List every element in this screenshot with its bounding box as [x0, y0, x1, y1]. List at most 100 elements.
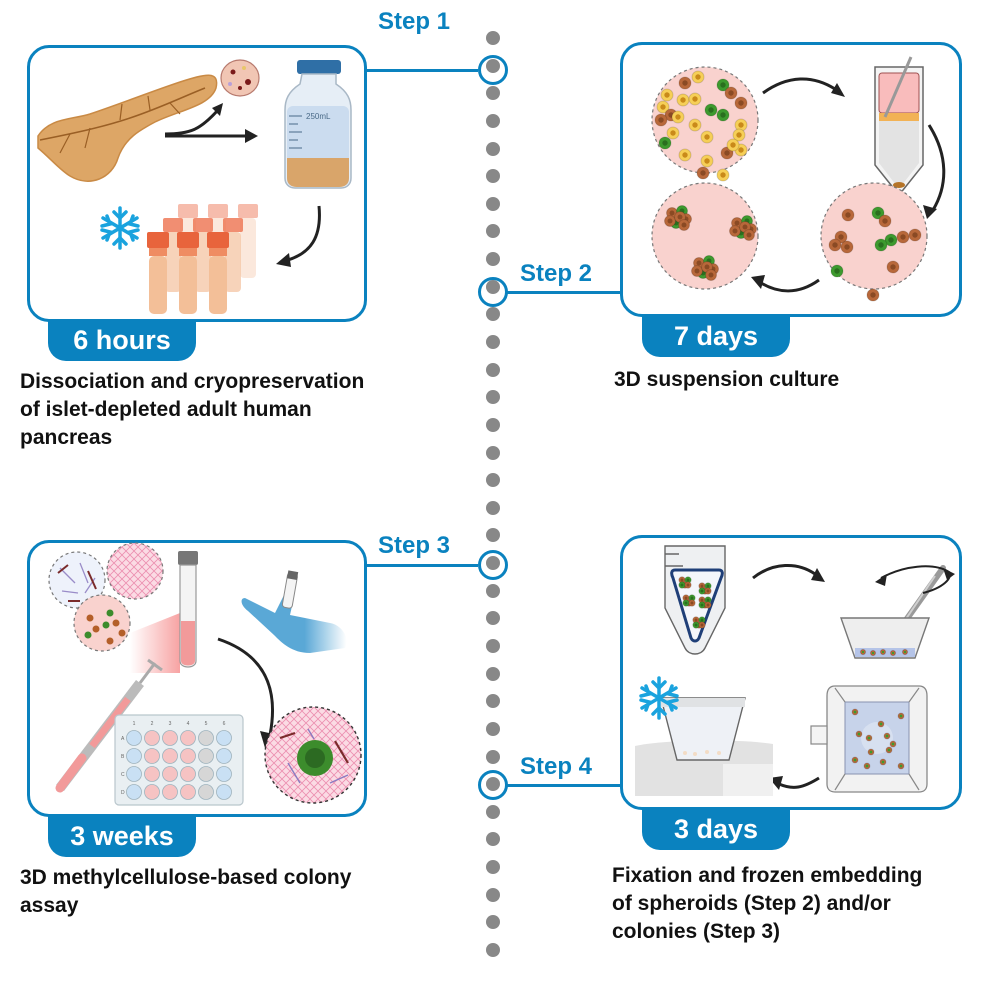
sorted-cells-dish-icon — [820, 182, 928, 302]
well — [144, 730, 160, 746]
spheroid-nucleus — [891, 651, 895, 655]
cell-nucleus — [730, 142, 736, 148]
gloved-hand-icon — [241, 570, 347, 653]
spheroid-cell-nucleus — [700, 603, 704, 607]
cell-nucleus — [878, 242, 884, 248]
spheroid-nucleus — [881, 650, 885, 654]
cell-nucleus — [695, 74, 701, 80]
cell-nucleus — [888, 237, 894, 243]
cell-nucleus — [724, 150, 730, 156]
cell-nucleus — [845, 212, 851, 218]
step-1-marker — [478, 55, 508, 85]
step-4-caption: Fixation and frozen embedding of spheroi… — [612, 862, 992, 946]
well — [162, 748, 178, 764]
plate-row-label: B — [121, 754, 125, 760]
cell-nucleus — [720, 112, 726, 118]
arrow-icon — [778, 776, 820, 789]
cycle-arrows-icon — [927, 124, 946, 211]
spheroid-cell-nucleus — [700, 584, 704, 588]
spheroids-dish-icon — [651, 182, 759, 290]
timeline-dot — [486, 804, 500, 819]
spheroid-nucleus — [899, 714, 903, 718]
caption-line: Fixation and frozen embedding — [612, 864, 923, 887]
well — [180, 748, 196, 764]
cell-nucleus — [720, 82, 726, 88]
spheroid-cell-nucleus — [694, 623, 698, 627]
test-tube-icon — [178, 551, 198, 668]
methylcellulose-mesh-icon — [106, 542, 164, 600]
cell-nucleus — [834, 268, 840, 274]
well — [216, 748, 232, 764]
arrow-icon — [752, 563, 816, 580]
timeline-dot — [486, 639, 500, 653]
centrifuge-tube-icon — [874, 56, 924, 197]
timeline-dot — [486, 362, 500, 377]
timeline-dot — [486, 887, 500, 902]
spheroid-nucleus — [857, 732, 861, 736]
spheroid-cell-nucleus — [746, 232, 752, 238]
timeline-dot — [486, 141, 500, 156]
well — [180, 784, 196, 800]
spheroid-nucleus — [869, 750, 873, 754]
step-1-illustration: 250mL — [37, 59, 352, 314]
spheroid-cell-nucleus — [700, 618, 704, 622]
snowflake-icon — [639, 676, 679, 720]
cell-nucleus — [900, 234, 906, 240]
spheroid-cell-nucleus — [742, 224, 748, 230]
step-1-connector — [363, 69, 478, 72]
cryomold-icon — [810, 685, 928, 793]
caption-line: Dissociation and cryopreservation — [20, 370, 365, 393]
well — [144, 748, 160, 764]
cell-nucleus — [844, 244, 850, 250]
well — [198, 748, 214, 764]
spheroid-nucleus — [881, 760, 885, 764]
well — [126, 766, 142, 782]
step-4-illustration — [635, 545, 955, 796]
media-bottle-icon: 250mL — [284, 60, 352, 189]
cell-nucleus — [704, 134, 710, 140]
plate-column-label: 2 — [151, 721, 154, 727]
well — [180, 730, 196, 746]
timeline-dot — [486, 473, 500, 488]
spheroid-cell-nucleus — [696, 260, 702, 266]
well — [216, 784, 232, 800]
snowflake-icon — [100, 206, 140, 250]
step-1-panel: 250mL — [27, 45, 367, 322]
cell-nucleus — [870, 292, 876, 298]
well — [144, 766, 160, 782]
spheroid-nucleus — [867, 736, 871, 740]
arrow-icon — [287, 205, 321, 262]
timeline-dot — [486, 307, 500, 322]
cell-nucleus — [682, 152, 688, 158]
timeline-dot — [486, 86, 500, 101]
cell-nucleus — [658, 117, 664, 123]
cell-nucleus — [680, 97, 686, 103]
step-2-duration-badge: 7 days — [642, 315, 790, 357]
spheroid-nucleus — [885, 734, 889, 738]
caption-line: 3D suspension culture — [614, 368, 840, 391]
well — [162, 784, 178, 800]
well — [216, 766, 232, 782]
timeline-dot — [486, 169, 500, 184]
step-3-label: Step 3 — [378, 532, 451, 559]
spheroid-cell-nucleus — [669, 210, 675, 216]
cell-nucleus — [738, 147, 744, 153]
step-1-label: Step 1 — [378, 8, 451, 35]
timeline-dot — [486, 721, 500, 736]
cell-nucleus — [875, 210, 881, 216]
timeline-dot — [486, 860, 500, 875]
timeline-dot — [486, 666, 500, 681]
well — [126, 784, 142, 800]
well — [198, 784, 214, 800]
spheroid-nucleus — [853, 710, 857, 714]
timeline-dot — [486, 445, 500, 460]
plate-column-label: 5 — [205, 721, 208, 727]
cell-nucleus — [675, 114, 681, 120]
cell-nucleus — [692, 96, 698, 102]
spheroid-nucleus — [879, 722, 883, 726]
spheroid-cell-nucleus — [706, 598, 710, 602]
spheroid-cell-nucleus — [686, 583, 690, 587]
plate-row-label: A — [121, 736, 125, 742]
cell-nucleus — [662, 140, 668, 146]
cell-nucleus — [664, 92, 670, 98]
